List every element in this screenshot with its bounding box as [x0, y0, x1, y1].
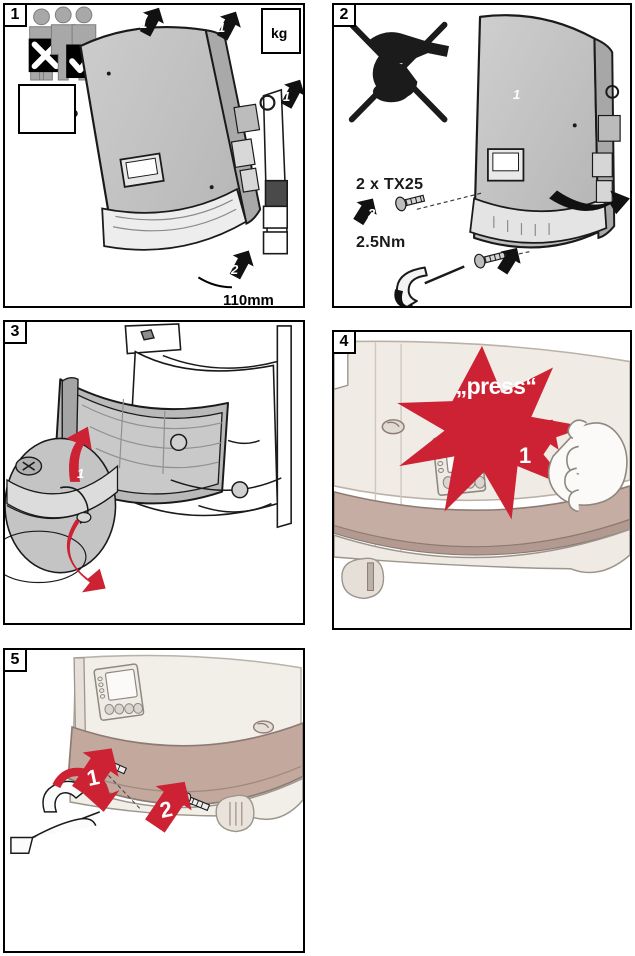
mount-hole-icon: [140, 329, 155, 341]
display-keypad-icon: [119, 152, 165, 188]
step-panel-2: 2: [332, 3, 632, 308]
weight-icon-frame: [261, 8, 301, 54]
inverter-unit-tilted: [79, 26, 262, 251]
screw-upper: [353, 191, 485, 226]
panel-2-artwork: [348, 14, 630, 306]
step-panel-5: 5: [3, 648, 305, 953]
panel-number-badge: 2: [334, 5, 356, 27]
step-panel-4: 4: [332, 330, 632, 630]
status-leds: [97, 676, 106, 699]
clearance-label: 110mm: [223, 292, 274, 308]
rotate-arrow-icon: [66, 519, 106, 593]
keypad-buttons: [104, 702, 144, 715]
hand-pressing-icon: [547, 419, 628, 513]
mount-hole-icon: [259, 94, 276, 111]
screw-lower: [474, 247, 530, 275]
panel-3-artwork: [5, 323, 292, 593]
turn-arrow-icon: [394, 289, 413, 306]
latch-screw-icon: [15, 456, 43, 476]
panel-number-badge: 1: [5, 5, 27, 27]
torque-screwdriver-icon: [394, 265, 465, 306]
forbidden-cross: [348, 21, 448, 123]
panel-number-badge: 3: [5, 322, 27, 344]
step-panel-1: 1: [3, 3, 305, 308]
step-arrow-badges: [72, 748, 192, 833]
step-arrow-badge: [511, 419, 559, 473]
panel-number-badge: 4: [334, 332, 356, 354]
display-keypad-icon: [487, 148, 525, 182]
screw-boss-icon: [170, 433, 188, 452]
mount-hole-icon: [605, 84, 620, 99]
panel-5-artwork: [10, 654, 303, 855]
step-panel-3: 3: [3, 320, 305, 625]
weight-unit-label: kg: [271, 25, 288, 41]
step-arrow-badges: [139, 7, 303, 280]
power-drill-forbidden-icon: [348, 21, 450, 123]
cable-gland-icon: [215, 794, 255, 833]
torque-label: 2.5Nm: [356, 234, 406, 251]
panel-4-artwork: [334, 340, 630, 600]
panel-1-artwork: [21, 6, 303, 289]
mount-hole-icon: [252, 720, 275, 734]
orientation-icon-frame: [18, 84, 76, 134]
mount-hole-icon: [381, 419, 405, 435]
inner-shell-outline: [162, 354, 282, 513]
inverter-front-panel: [67, 654, 303, 833]
red-starburst-icon: [397, 345, 587, 520]
lift-arrow-icon: [66, 426, 92, 482]
display-keypad-icon: [93, 663, 145, 721]
magnifier-detail-ellipse: [5, 437, 119, 584]
torque-screwdriver-icon: [10, 780, 101, 855]
screw-boss-icon: [231, 481, 249, 499]
panel-number-badge: 5: [5, 650, 27, 672]
panel-4-badge: [511, 419, 559, 473]
clearance-arc: [197, 276, 232, 289]
wall-mount-bracket: [262, 88, 289, 255]
swing-arrow-icon: [549, 190, 630, 215]
screw-spec-label: 2 x TX25: [356, 176, 424, 193]
inverter-unit: [469, 14, 630, 249]
